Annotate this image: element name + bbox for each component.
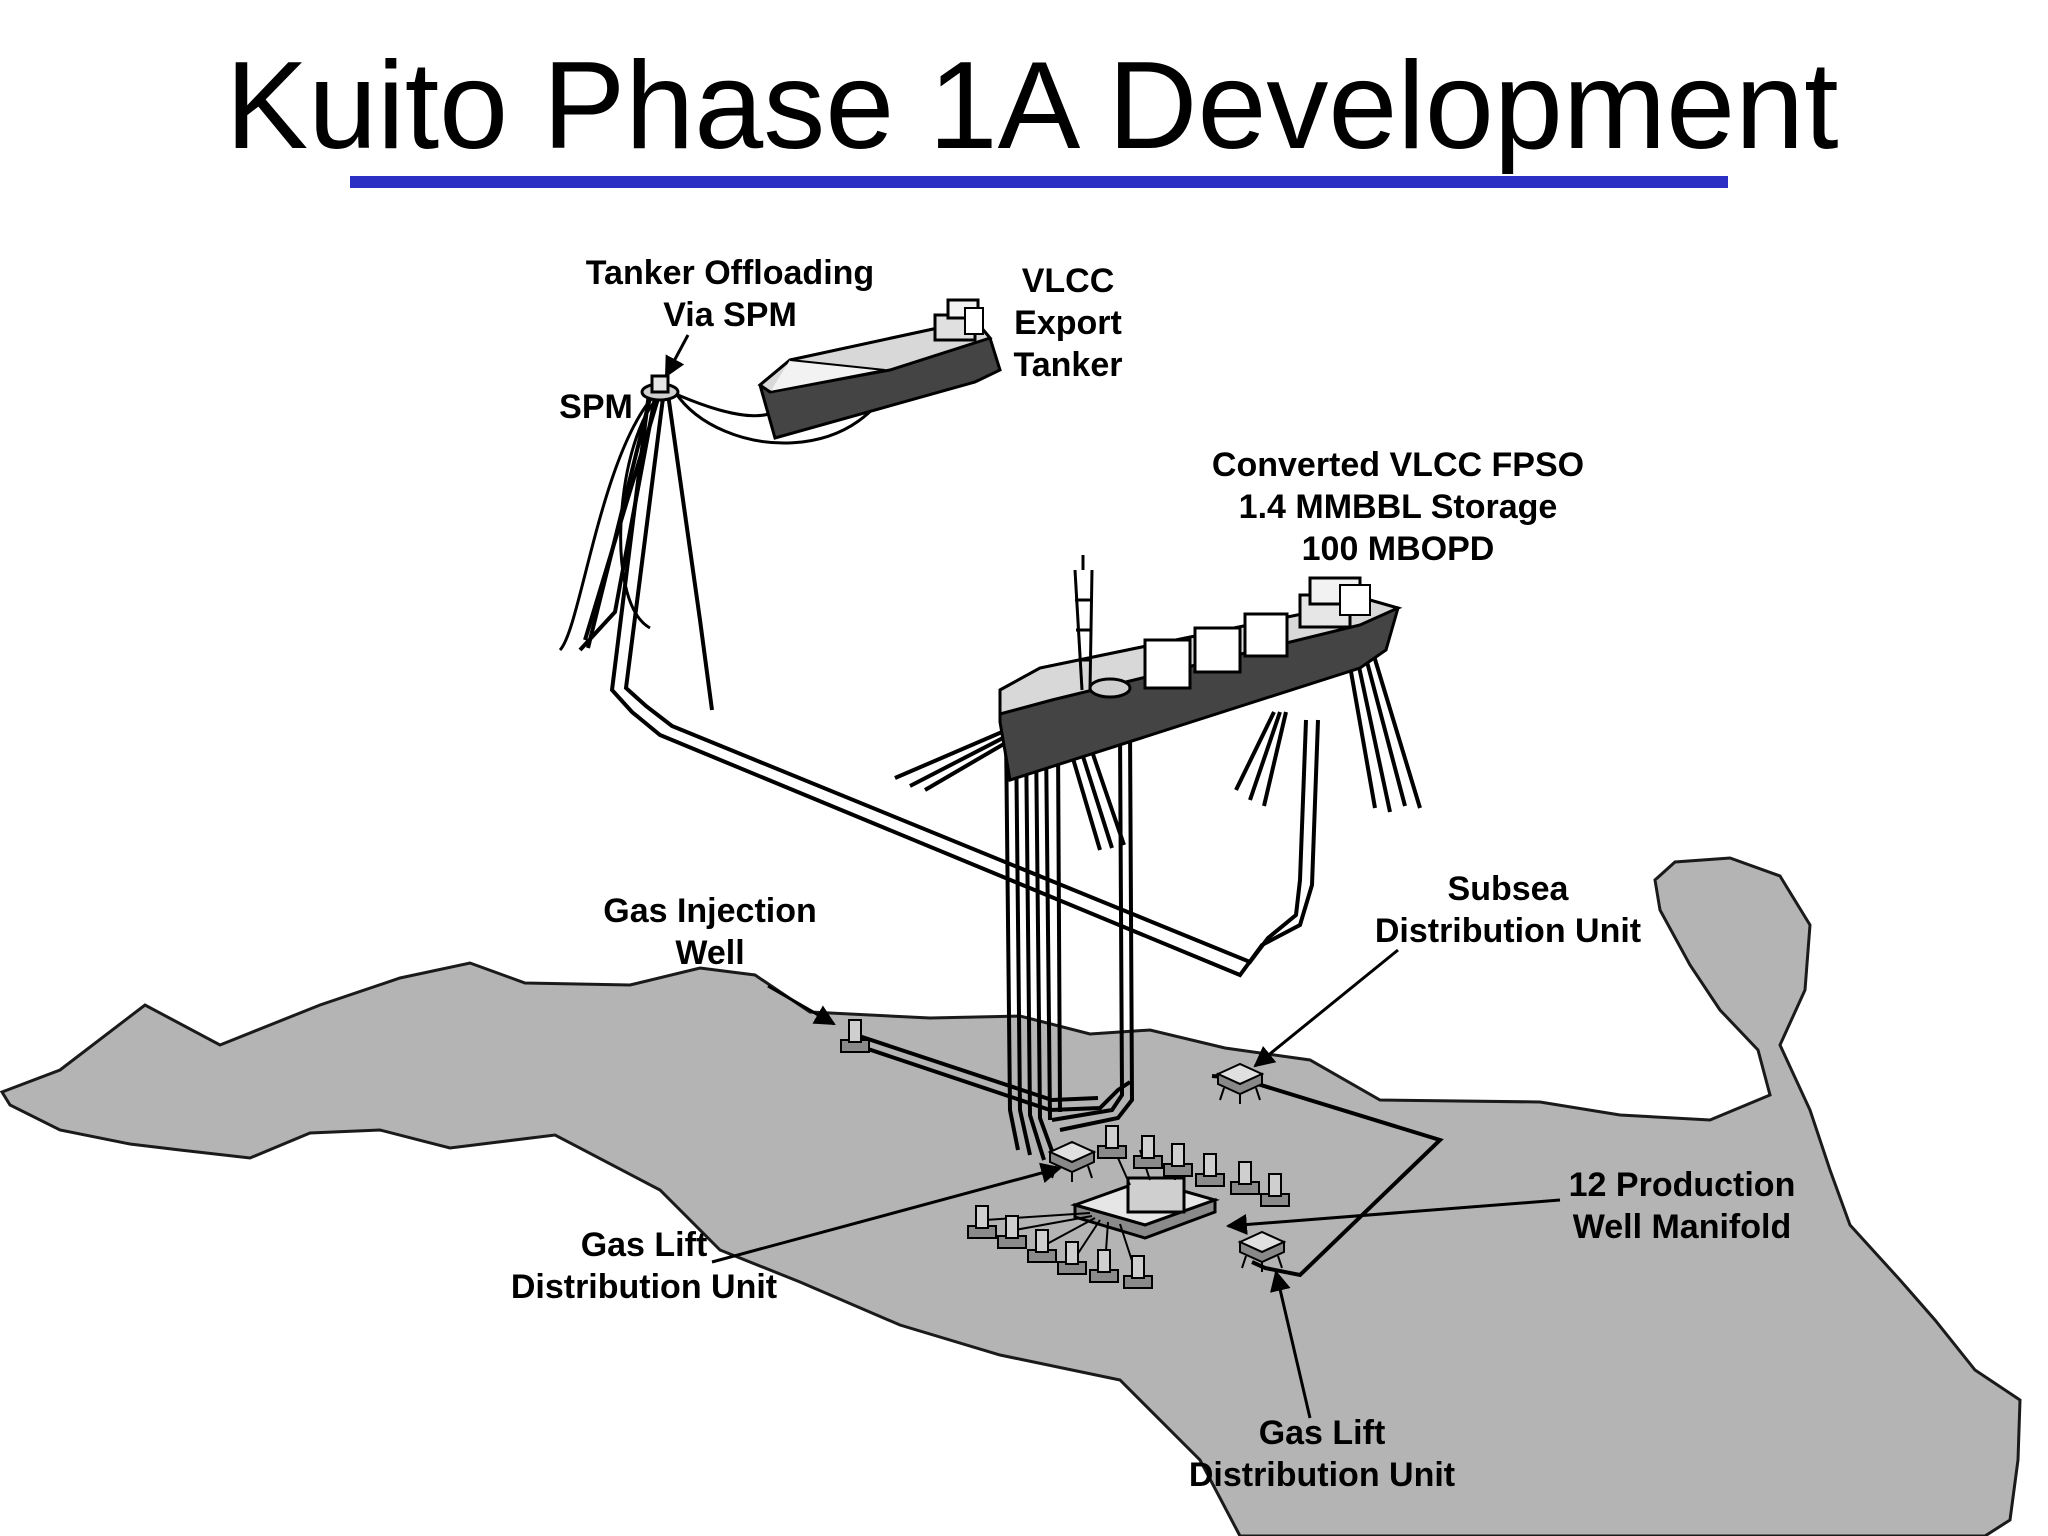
pipelines bbox=[558, 359, 1444, 1278]
spm-buoy bbox=[640, 374, 680, 402]
production-manifold bbox=[1070, 1176, 1220, 1240]
svg-text:Gas Lift: Gas Lift bbox=[1259, 1414, 1386, 1452]
label-tanker-offloading: Tanker Offloading Via SPM bbox=[586, 254, 874, 334]
svg-text:Via SPM: Via SPM bbox=[663, 296, 797, 334]
fpso-vessel bbox=[998, 555, 1403, 782]
svg-text:Subsea: Subsea bbox=[1448, 870, 1570, 908]
label-production-manifold: 12 Production Well Manifold bbox=[1569, 1166, 1796, 1246]
label-gas-lift-bottom: Gas Lift Distribution Unit bbox=[1189, 1414, 1455, 1494]
label-fpso: Converted VLCC FPSO 1.4 MMBBL Storage 10… bbox=[1212, 446, 1584, 568]
page-title: Kuito Phase 1A Development bbox=[225, 37, 1838, 175]
svg-text:Gas Lift: Gas Lift bbox=[581, 1226, 708, 1264]
export-tanker bbox=[757, 298, 1002, 440]
seabed bbox=[0, 856, 2022, 1536]
svg-text:Gas Injection: Gas Injection bbox=[603, 892, 817, 930]
title-rule bbox=[350, 176, 1728, 188]
svg-text:Well: Well bbox=[675, 934, 744, 972]
svg-text:Distribution Unit: Distribution Unit bbox=[511, 1268, 777, 1306]
svg-text:Tanker Offloading: Tanker Offloading bbox=[586, 254, 874, 292]
svg-text:Converted VLCC FPSO: Converted VLCC FPSO bbox=[1212, 446, 1584, 484]
label-gas-injection: Gas Injection Well bbox=[603, 892, 817, 972]
svg-text:12 Production: 12 Production bbox=[1569, 1166, 1796, 1204]
svg-text:100 MBOPD: 100 MBOPD bbox=[1302, 530, 1495, 568]
svg-text:Tanker: Tanker bbox=[1014, 346, 1123, 384]
svg-text:Distribution Unit: Distribution Unit bbox=[1189, 1456, 1455, 1494]
svg-text:Export: Export bbox=[1014, 304, 1122, 342]
label-spm: SPM bbox=[559, 388, 633, 426]
label-gas-lift-left: Gas Lift Distribution Unit bbox=[511, 1226, 777, 1306]
svg-text:1.4 MMBBL Storage: 1.4 MMBBL Storage bbox=[1239, 488, 1558, 526]
svg-text:Distribution Unit: Distribution Unit bbox=[1375, 912, 1641, 950]
label-vlcc-export: VLCC Export Tanker bbox=[1014, 262, 1123, 384]
flare-tower bbox=[1073, 555, 1094, 691]
leader-arrows bbox=[664, 334, 1561, 1419]
label-subsea-distribution: Subsea Distribution Unit bbox=[1375, 870, 1641, 950]
svg-text:VLCC: VLCC bbox=[1022, 262, 1115, 300]
svg-text:Well Manifold: Well Manifold bbox=[1573, 1208, 1791, 1246]
